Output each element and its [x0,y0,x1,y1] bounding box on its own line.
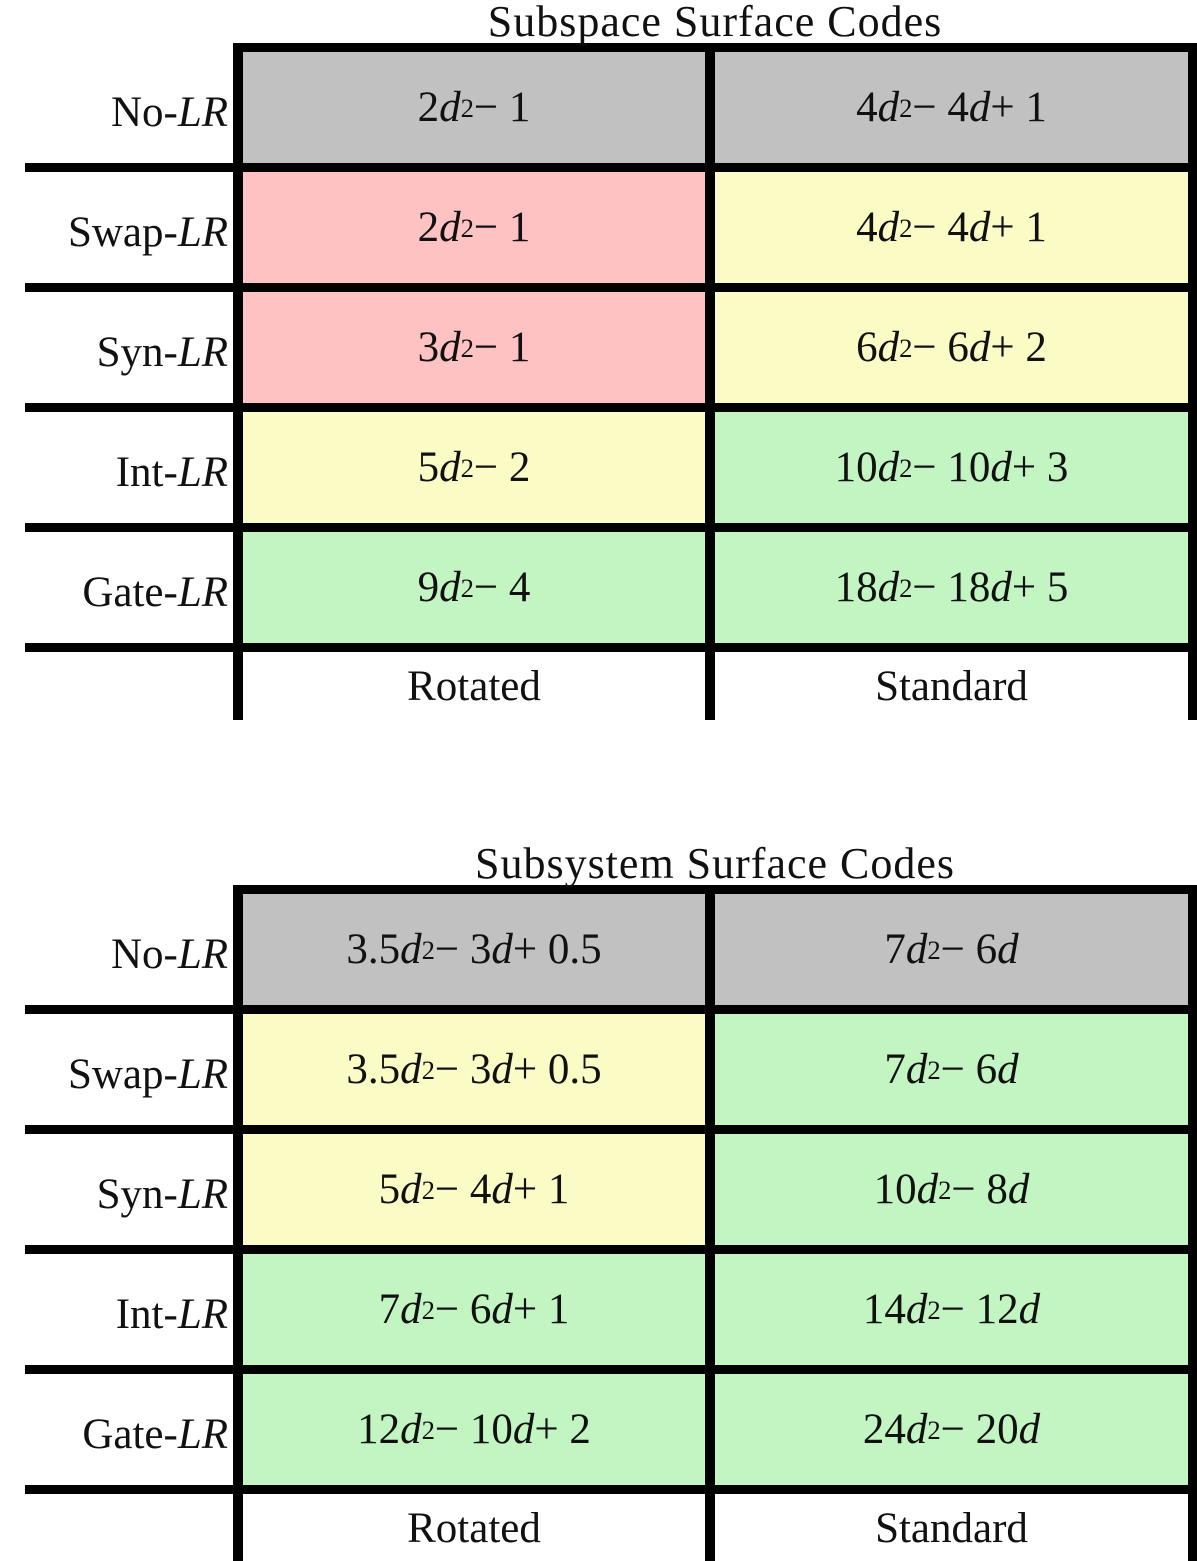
row-label-text: Syn-LR [96,328,228,376]
row-label: Gate-LR [0,1374,233,1494]
row-label: Gate-LR [0,532,233,652]
row-separator-line [25,1125,233,1134]
row-label: No-LR [0,52,233,172]
row-separator-line [25,283,233,292]
column-label-rotated: Rotated [233,1494,715,1561]
column-label-standard: Standard [715,652,1197,720]
row-separator-line [25,1245,233,1254]
row-separator-line [25,523,233,532]
row-label-text: Gate-LR [82,1410,228,1458]
column-label-standard: Standard [715,1494,1197,1561]
row-label-text: Swap-LR [67,1050,228,1098]
row-label-text: Int-LR [115,1290,228,1338]
row-label-text: No-LR [110,88,228,136]
row-separator-line [25,163,233,172]
row-label: Swap-LR [0,172,233,292]
column-label-rotated: Rotated [233,652,715,720]
row-label: Syn-LR [0,292,233,412]
footer-label-spacer [0,652,233,720]
row-label: Int-LR [0,412,233,532]
row-separator-line [25,403,233,412]
row-separator-line [25,1365,233,1374]
row-label-text: Syn-LR [96,1170,228,1218]
row-label-text: No-LR [110,930,228,978]
row-label-text: Gate-LR [82,568,228,616]
table-top-border [233,43,1197,52]
row-label-text: Int-LR [115,448,228,496]
row-separator-line [25,1005,233,1014]
row-separator-line [25,643,233,652]
row-label: No-LR [0,894,233,1014]
table-title: Subsystem Surface Codes [474,839,956,888]
table-title: Subspace Surface Codes [487,0,943,46]
row-label: Int-LR [0,1254,233,1374]
row-label: Syn-LR [0,1134,233,1254]
row-label: Swap-LR [0,1014,233,1134]
row-label-text: Swap-LR [67,208,228,256]
table-top-border [233,885,1197,894]
footer-label-spacer [0,1494,233,1561]
row-separator-line [25,1485,233,1494]
